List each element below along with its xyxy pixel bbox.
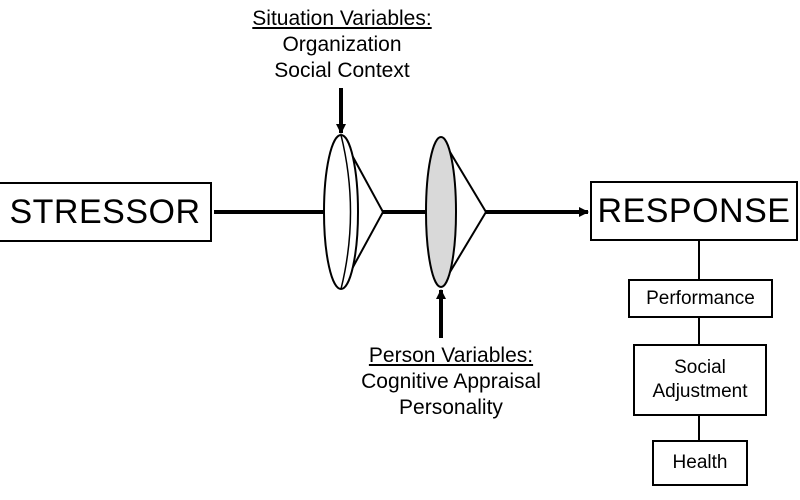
person-variables-label: Person Variables: Cognitive Appraisal Pe…	[331, 343, 571, 421]
outcome-social-adjustment-box: Social Adjustment	[633, 344, 767, 416]
situation-variable-social-context: Social Context	[274, 59, 410, 82]
person-variables-heading: Person Variables:	[368, 344, 534, 367]
outcome-health-box: Health	[652, 440, 748, 486]
outcome-health-label: Health	[672, 452, 728, 473]
response-label: RESPONSE	[597, 191, 791, 230]
situation-variables-heading: Situation Variables:	[252, 7, 432, 30]
situation-variables-label: Situation Variables: Organization Social…	[222, 6, 462, 84]
outcome-performance-label: Performance	[646, 287, 755, 309]
outcome-social-adjustment-label: Social Adjustment	[652, 357, 748, 402]
situation-filter	[323, 134, 384, 290]
stressor-box: STRESSOR	[0, 182, 212, 242]
person-variable-cognitive-appraisal: Cognitive Appraisal	[361, 370, 541, 393]
outcome-performance-box: Performance	[628, 279, 773, 318]
stressor-label: STRESSOR	[9, 192, 201, 231]
situation-variable-organization: Organization	[282, 33, 402, 56]
person-variable-personality: Personality	[399, 396, 503, 419]
response-box: RESPONSE	[590, 181, 798, 241]
person-filter	[425, 136, 487, 288]
